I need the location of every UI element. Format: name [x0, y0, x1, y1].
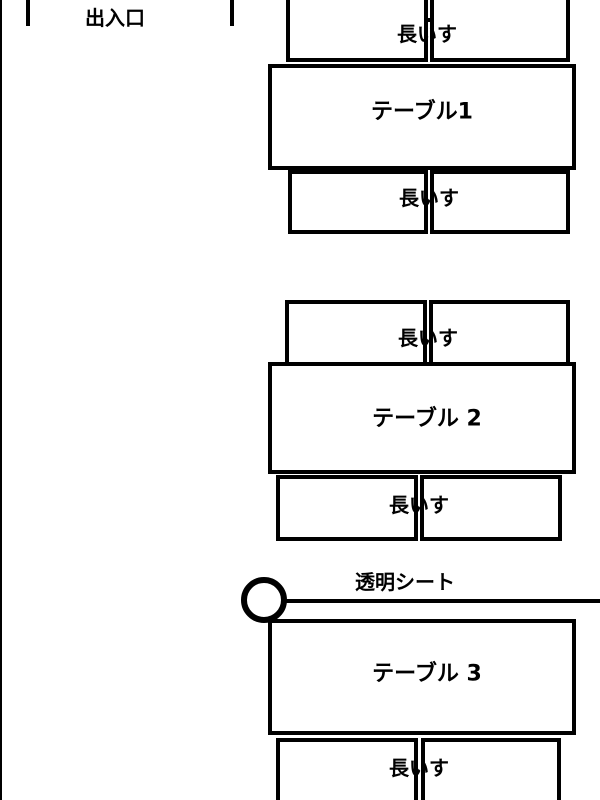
bench-4-label: 長いす	[389, 493, 449, 517]
table-1: テーブル1	[268, 64, 576, 170]
table-2: テーブル 2	[268, 362, 576, 474]
bench-4: 長いす	[276, 475, 562, 541]
entrance-label: 出入口	[85, 6, 145, 30]
bench-4-right-seat	[420, 475, 562, 541]
bench-3-left-seat	[285, 300, 427, 368]
transparent-sheet-label: 透明シート	[355, 570, 455, 594]
bench-1: 長いす	[286, 0, 570, 62]
table-3-top	[268, 619, 576, 735]
bench-2-label: 長いす	[399, 186, 459, 210]
bench-2-right-seat	[430, 170, 570, 234]
transparent-sheet: 透明シート	[241, 570, 600, 623]
bench-3-label: 長いす	[398, 326, 458, 350]
bench-5-right-seat	[421, 738, 561, 800]
table-1-top	[268, 64, 576, 170]
table-1-label: テーブル1	[371, 99, 473, 125]
bench-1-left-seat	[286, 0, 428, 62]
bench-5-label: 長いす	[389, 756, 449, 780]
bench-3-right-seat	[429, 300, 570, 368]
bench-5-left-seat	[276, 738, 418, 800]
bench-2-left-seat	[288, 170, 428, 234]
bench-2: 長いす	[288, 170, 570, 234]
bench-3: 長いす	[285, 300, 570, 368]
entrance: 出入口	[26, 0, 234, 30]
bench-1-right-seat	[430, 0, 570, 62]
table-3-label: テーブル 3	[372, 661, 482, 687]
bench-5: 長いす	[276, 738, 561, 800]
table-2-label: テーブル 2	[372, 406, 482, 432]
table-2-top	[268, 362, 576, 474]
table-3: テーブル 3	[268, 619, 576, 735]
bench-4-left-seat	[276, 475, 418, 541]
transparent-sheet-anchor	[241, 577, 287, 623]
bench-1-label: 長いす	[397, 22, 457, 46]
